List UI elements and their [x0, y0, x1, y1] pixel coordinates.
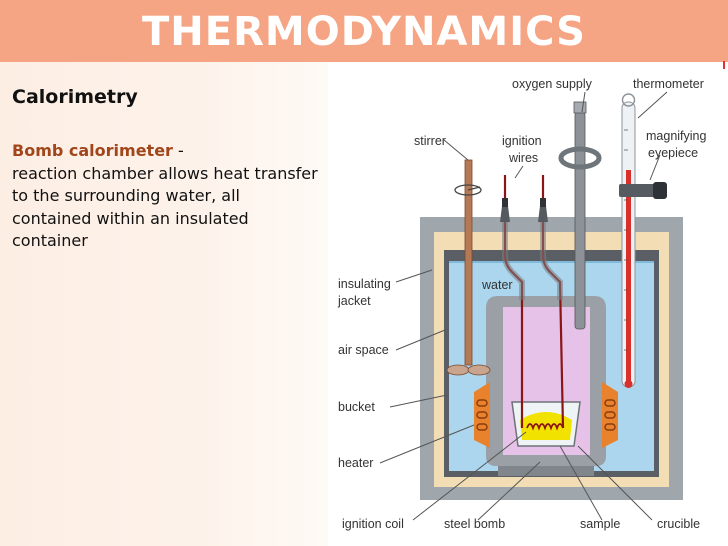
label-steel-bomb: steel bomb — [444, 517, 505, 531]
label-sample: sample — [580, 517, 620, 531]
edge-marker — [723, 61, 725, 69]
term: Bomb calorimeter — [12, 141, 173, 160]
oxygen-supply — [558, 101, 602, 330]
label-bucket: bucket — [338, 400, 375, 414]
label-insulating-line1: insulating — [338, 277, 391, 291]
label-crucible: crucible — [657, 517, 700, 531]
leader-lines — [379, 91, 668, 521]
label-water: water — [481, 278, 513, 292]
description-text: reaction chamber allows heat transfer to… — [12, 163, 318, 251]
label-insulating-line2: jacket — [337, 294, 371, 308]
ignition-wires — [500, 175, 565, 429]
ignition-coil — [526, 423, 564, 431]
thermometer — [621, 93, 636, 388]
label-ignition-line2: wires — [508, 151, 538, 165]
magnifying-eyepiece — [619, 182, 667, 199]
label-magnifying-line1: magnifying — [646, 129, 706, 143]
stirrer — [446, 159, 491, 376]
bomb-calorimeter-diagram: oxygen supply thermometer stirrer igniti… — [337, 77, 706, 531]
label-air-space: air space — [338, 343, 389, 357]
label-thermometer: thermometer — [633, 77, 704, 91]
text-panel — [0, 62, 328, 546]
title-bar: THERMODYNAMICS — [0, 0, 728, 62]
label-oxygen-supply: oxygen supply — [512, 77, 593, 91]
heater-right — [602, 382, 618, 448]
label-ignition-coil: ignition coil — [342, 517, 404, 531]
label-heater: heater — [338, 456, 373, 470]
page-title: THERMODYNAMICS — [142, 9, 586, 55]
description: Bomb calorimeter - reaction chamber allow… — [12, 140, 322, 253]
label-magnifying-line2: eyepiece — [648, 146, 698, 160]
section-title: Calorimetry — [12, 86, 138, 108]
heater-left — [474, 382, 490, 448]
term-dash: - — [172, 141, 184, 160]
label-ignition-line1: ignition — [502, 134, 542, 148]
label-stirrer: stirrer — [414, 134, 446, 148]
